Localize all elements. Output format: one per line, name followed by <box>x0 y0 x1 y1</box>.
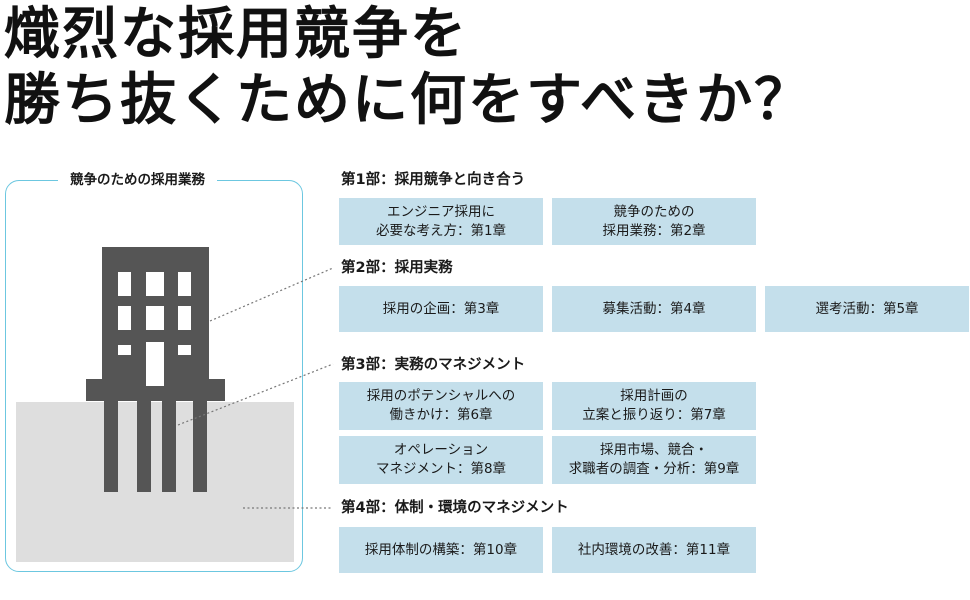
chapter-label-line: 競争のための <box>613 203 695 220</box>
window <box>178 345 191 355</box>
title-line-1: 熾烈な採用競争を <box>4 2 468 67</box>
part-3-heading: 第3部：実務のマネジメント <box>341 357 526 373</box>
connector-line-part2 <box>209 267 334 322</box>
part-4-heading: 第4部：体制・環境のマネジメント <box>341 500 569 516</box>
chapter-4-box[interactable]: 募集活動：第4章 <box>552 286 756 332</box>
pillar <box>162 400 176 492</box>
window <box>118 306 131 330</box>
door <box>146 342 164 386</box>
pillar <box>137 400 151 492</box>
window <box>178 272 191 296</box>
chapter-1-box[interactable]: エンジニア採用に 必要な考え方：第1章 <box>339 198 543 245</box>
window <box>118 272 131 296</box>
window <box>146 306 164 330</box>
chapter-10-box[interactable]: 採用体制の構築：第10章 <box>339 527 543 573</box>
chapter-label-line: 社内環境の改善：第11章 <box>577 541 731 558</box>
chapter-5-box[interactable]: 選考活動：第5章 <box>765 286 969 332</box>
chapter-label-line: 採用のポテンシャルへの <box>366 388 516 404</box>
chapter-label-line: マネジメント：第8章 <box>375 461 507 477</box>
page-title: 熾烈な採用競争を 勝ち抜くために何をすべきか？ <box>4 2 812 134</box>
chapter-9-box[interactable]: 採用市場、競合・ 求職者の調査・分析：第9章 <box>552 436 756 484</box>
chapter-8-box[interactable]: オペレーション マネジメント：第8章 <box>339 436 543 484</box>
window <box>146 272 164 296</box>
ground-block <box>16 402 294 562</box>
chapter-6-box[interactable]: 採用のポテンシャルへの 働きかけ：第6章 <box>339 382 543 430</box>
building-base <box>86 379 225 401</box>
chapter-label-line: 働きかけ：第6章 <box>389 407 493 423</box>
title-line-2: 勝ち抜くために何をすべきか？ <box>4 68 813 133</box>
chapter-label-line: エンジニア採用に <box>387 203 495 220</box>
chapter-label-line: 採用業務：第2章 <box>602 222 706 239</box>
chapter-label-line: 採用市場、競合・ <box>600 442 708 458</box>
chapter-3-box[interactable]: 採用の企画：第3章 <box>339 286 543 332</box>
chapter-7-box[interactable]: 採用計画の 立案と振り返り：第7章 <box>552 382 756 430</box>
part-2-heading: 第2部：採用実務 <box>341 260 453 276</box>
illustration-caption: 競争のための採用業務 <box>58 170 217 190</box>
window <box>118 345 131 355</box>
chapter-label-line: 必要な考え方：第1章 <box>375 222 507 239</box>
chapter-label-line: 採用計画の <box>620 388 688 404</box>
chapter-label-line: 採用の企画：第3章 <box>382 300 500 317</box>
chapter-label-line: オペレーション <box>393 442 489 458</box>
chapter-2-box[interactable]: 競争のための 採用業務：第2章 <box>552 198 756 245</box>
part-1-heading: 第1部：採用競争と向き合う <box>341 172 526 188</box>
window <box>178 306 191 330</box>
chapter-label-line: 採用体制の構築：第10章 <box>364 541 518 558</box>
connector-line-part3 <box>177 363 334 426</box>
chapter-label-line: 立案と振り返り：第7章 <box>582 407 726 423</box>
chapter-label-line: 選考活動：第5章 <box>815 300 919 317</box>
pillar <box>104 400 118 492</box>
chapter-label-line: 募集活動：第4章 <box>602 300 706 317</box>
pillar <box>193 400 207 492</box>
chapter-11-box[interactable]: 社内環境の改善：第11章 <box>552 527 756 573</box>
chapter-label-line: 求職者の調査・分析：第9章 <box>568 461 740 477</box>
